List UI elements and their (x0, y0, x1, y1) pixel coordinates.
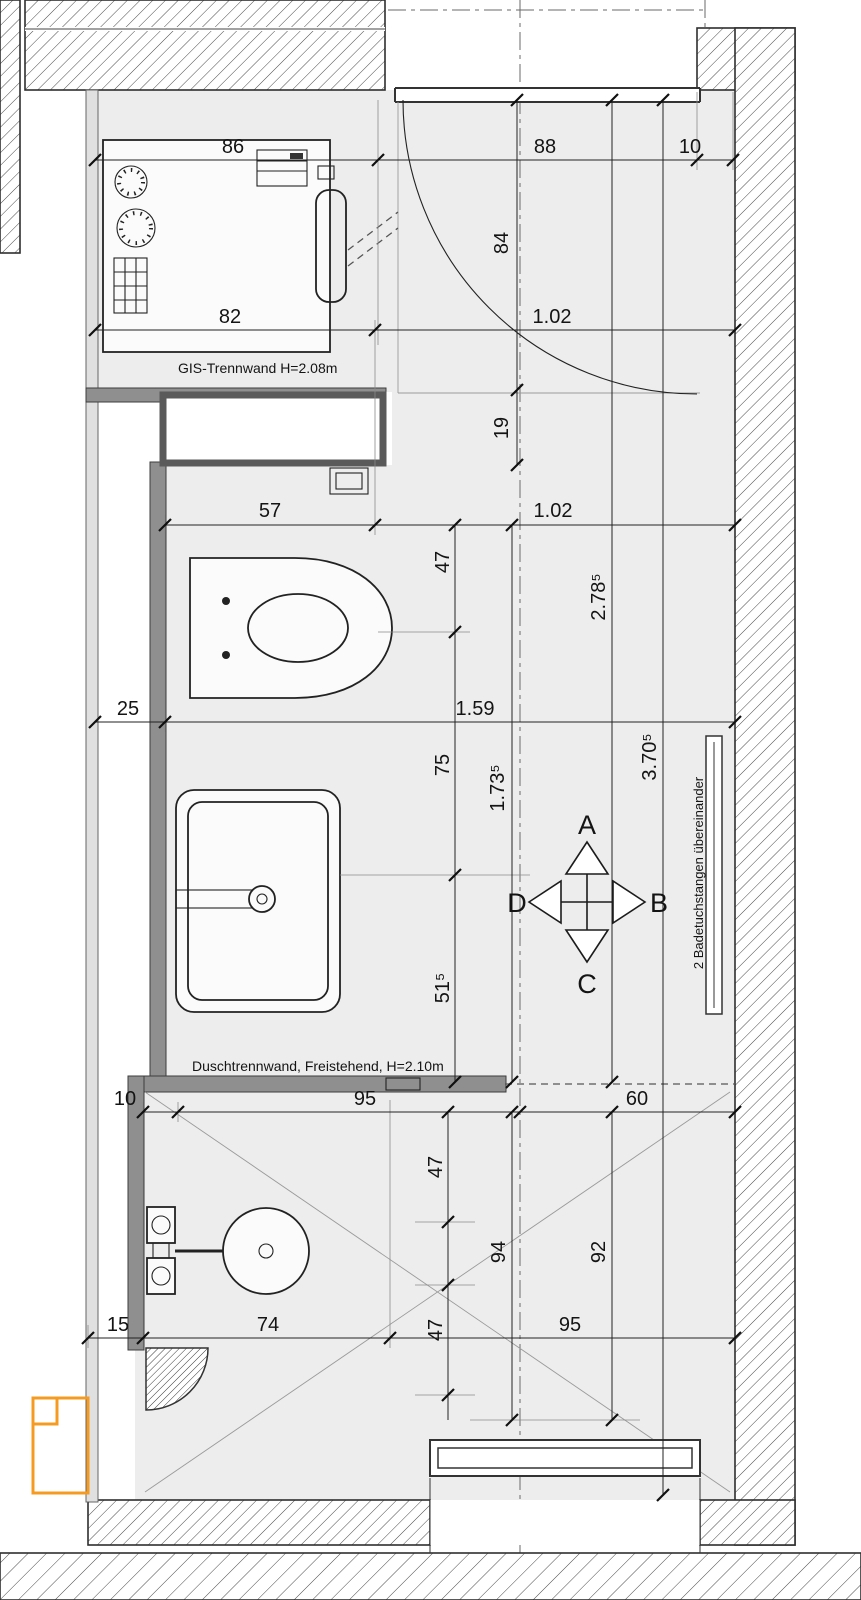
compass-arrow-up-icon (564, 840, 610, 875)
shower-partition-wall (127, 1075, 507, 1093)
dim-94: 94 (488, 1241, 510, 1263)
dim-95-b: 95 (559, 1314, 581, 1336)
dial-icon (114, 165, 148, 199)
dim-95-a: 95 (354, 1088, 376, 1110)
dim-25: 25 (117, 698, 139, 720)
shower-head-icon (222, 1207, 310, 1295)
washing-machine (102, 139, 399, 353)
wall-far-left (0, 0, 21, 254)
compass-letter-c: C (577, 969, 597, 999)
dim-47-a: 47 (432, 551, 454, 573)
dim-173: 1.73⁵ (487, 764, 509, 811)
bottom-window (429, 1439, 701, 1553)
compass: A B C D (507, 810, 668, 999)
dim-102-b: 1.02 (534, 500, 573, 522)
faucet-icon (248, 885, 276, 913)
wall-bottom-outer (0, 1552, 861, 1600)
compass-arrow-left-icon (527, 879, 562, 925)
toilet (189, 557, 393, 699)
dim-15: 15 (107, 1314, 129, 1336)
dim-102-a: 1.02 (533, 306, 572, 328)
tick-marks (81, 93, 742, 1502)
dimension-labels: 86 88 10 82 1.02 84 19 57 1.02 47 2.78⁵ … (107, 136, 701, 1341)
wall-top-left (24, 0, 386, 91)
shower-wall-label: Duschtrennwand, Freistehend, H=2.10m (192, 1058, 444, 1074)
dim-88: 88 (534, 136, 556, 158)
dim-86: 86 (222, 136, 244, 158)
dial-icon (116, 208, 156, 248)
towel-rail (705, 735, 723, 1015)
towel-bars-label: 2 Badetuchstangen übereinander (691, 776, 706, 969)
wall-bottom-left-seg (87, 1499, 431, 1546)
machine-door (315, 189, 347, 303)
shower (144, 1077, 735, 1493)
dim-57: 57 (259, 500, 281, 522)
extension-lines (87, 92, 734, 1421)
radiator (31, 1396, 90, 1495)
dim-515: 51⁵ (432, 973, 454, 1004)
left-partition-wall (149, 461, 167, 1083)
compass-arrow-down-icon (564, 929, 610, 964)
dim-47-c: 47 (425, 1319, 447, 1341)
dim-19: 19 (491, 417, 513, 439)
wall-bottom-right-seg (699, 1499, 796, 1546)
dim-75: 75 (432, 754, 454, 776)
dim-47-b: 47 (425, 1156, 447, 1178)
dim-159: 1.59 (456, 698, 495, 720)
dim-370: 3.70⁵ (639, 733, 661, 780)
compass-arrow-right-icon (612, 879, 647, 925)
axis-lines (388, 0, 706, 1560)
dim-82: 82 (219, 306, 241, 328)
flush-plate (329, 467, 369, 495)
compass-letter-b: B (650, 888, 668, 918)
compass-letter-d: D (507, 888, 527, 918)
gis-wall-label: GIS-Trennwand H=2.08m (178, 360, 337, 376)
shower-valve-icon (146, 1206, 176, 1244)
dim-278: 2.78⁵ (588, 573, 610, 620)
sink (175, 789, 341, 1013)
door-swing-arc (402, 99, 698, 395)
wall-right (734, 27, 796, 1546)
dimension-lines (88, 100, 735, 1495)
partition-handle (385, 1077, 421, 1091)
corner-shelf (145, 1347, 209, 1411)
dim-92: 92 (588, 1241, 610, 1263)
entry-door (394, 87, 701, 395)
shower-valve-icon (146, 1257, 176, 1295)
wall-niche (159, 391, 387, 495)
shower-left-wall (127, 1075, 145, 1351)
compass-letter-a: A (578, 810, 596, 840)
dim-84: 84 (491, 232, 513, 254)
annotations: GIS-Trennwand H=2.08m Duschtrennwand, Fr… (178, 360, 706, 1074)
dim-74: 74 (257, 1314, 279, 1336)
dim-10-top: 10 (679, 136, 701, 158)
detergent-drawer-icon (256, 149, 308, 187)
dim-60: 60 (626, 1088, 648, 1110)
dim-10-b: 10 (114, 1088, 136, 1110)
wall-left-thin (85, 89, 99, 1503)
